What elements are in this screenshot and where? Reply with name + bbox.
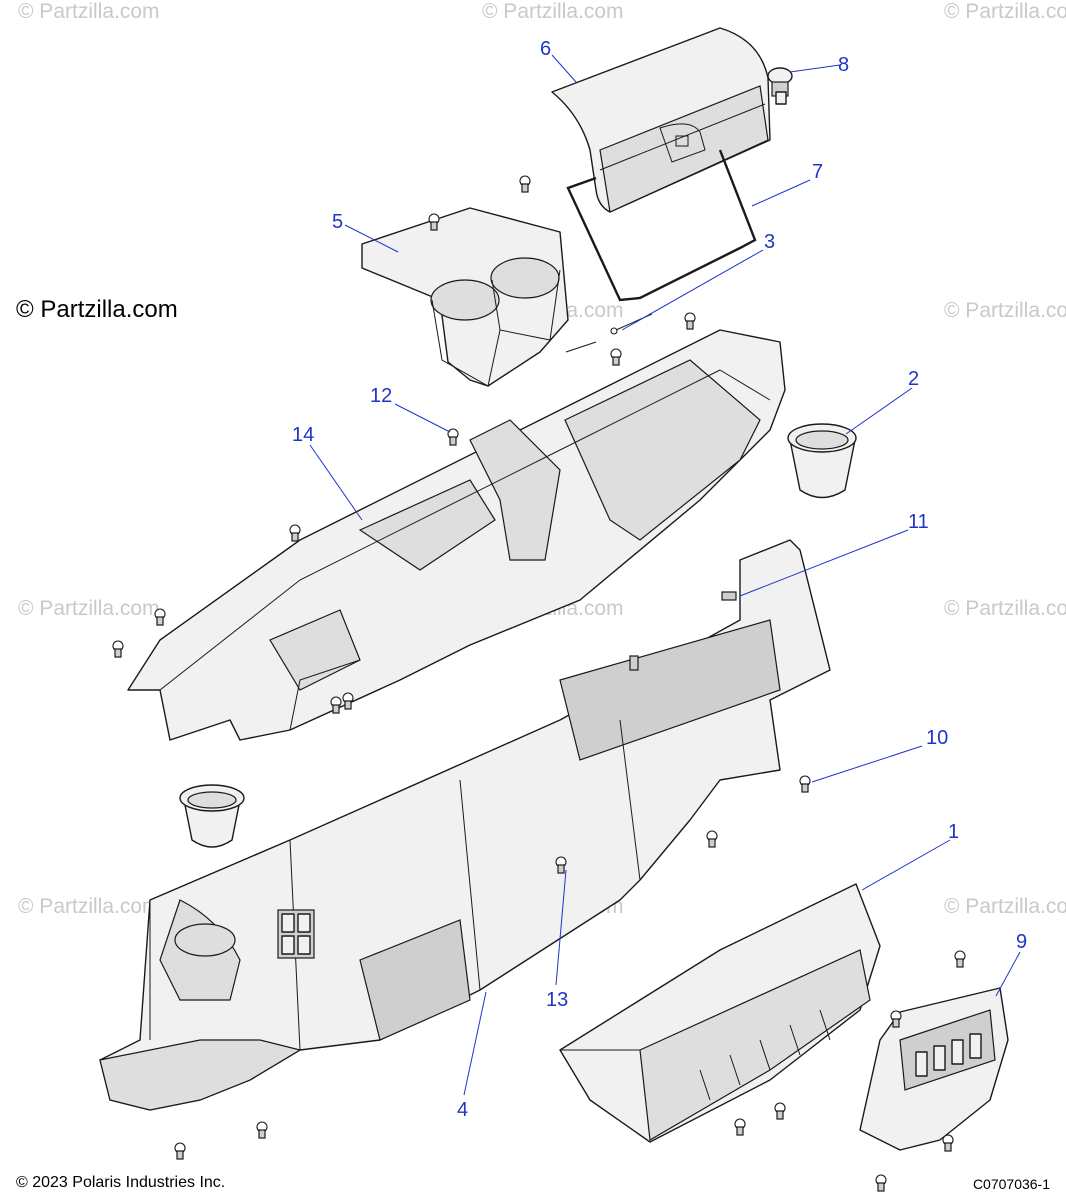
watermark: © Partzilla.com	[482, 0, 624, 23]
fastener-screw[interactable]	[890, 1010, 902, 1028]
part-upper-dash-panel[interactable]	[127, 329, 786, 741]
part-cup-holder-insert[interactable]	[787, 423, 857, 499]
callout-5[interactable]: 5	[332, 211, 343, 233]
fastener-screw[interactable]	[706, 830, 718, 848]
watermark: © Partzilla.com	[18, 895, 160, 918]
fastener-screw[interactable]	[555, 856, 567, 874]
fastener-screw[interactable]	[875, 1174, 887, 1192]
fastener-screw[interactable]	[734, 1118, 746, 1136]
callout-10[interactable]: 10	[926, 727, 948, 749]
part-cup-holder-insert-left[interactable]	[179, 784, 245, 848]
callout-4[interactable]: 4	[457, 1099, 468, 1121]
part-lower-dash-frame[interactable]	[99, 539, 831, 1111]
fastener-screw[interactable]	[610, 348, 622, 366]
fastener-bolt[interactable]	[629, 655, 639, 671]
fastener-screw[interactable]	[954, 950, 966, 968]
fastener-screw[interactable]	[428, 213, 440, 231]
watermark: © Partzilla.com	[944, 895, 1066, 918]
vent-grille	[277, 909, 315, 959]
callout-11[interactable]: 11	[908, 511, 929, 533]
callout-6[interactable]: 6	[540, 38, 551, 60]
fastener-group	[112, 175, 966, 1192]
partzilla-copyright: © Partzilla.com	[16, 296, 178, 323]
diagram-code: C0707036-1	[972, 1176, 1050, 1192]
watermark: © Partzilla.com	[944, 0, 1066, 23]
part-glove-box-door[interactable]	[551, 27, 771, 213]
part-cup-holder-tray[interactable]	[361, 207, 569, 387]
callout-13[interactable]: 13	[546, 989, 568, 1011]
fastener-screw[interactable]	[942, 1134, 954, 1152]
callout-2[interactable]: 2	[908, 368, 919, 390]
fastener-screw[interactable]	[256, 1121, 268, 1139]
part-door-seal[interactable]	[566, 149, 757, 302]
callout-8[interactable]: 8	[838, 54, 849, 76]
callout-labels: 1 2 3 4 5 6 7 8 9 10 11 12 13 14	[292, 38, 1027, 1121]
callout-3[interactable]: 3	[764, 231, 775, 253]
watermark: © Partzilla.com	[18, 0, 160, 23]
fastener-screw[interactable]	[289, 524, 301, 542]
fastener-bolt[interactable]	[721, 591, 737, 601]
fastener-screw[interactable]	[174, 1142, 186, 1160]
callout-7[interactable]: 7	[812, 161, 823, 183]
fastener-screw[interactable]	[447, 428, 459, 446]
fastener-screw[interactable]	[684, 312, 696, 330]
callout-12[interactable]: 12	[370, 385, 392, 407]
part-storage-tray[interactable]	[559, 883, 881, 1143]
fastener-screw[interactable]	[330, 696, 342, 714]
callout-1[interactable]: 1	[948, 821, 959, 843]
fastener-screw[interactable]	[154, 608, 166, 626]
fastener-screw[interactable]	[519, 175, 531, 193]
fastener-screw[interactable]	[112, 640, 124, 658]
part-switch-bezel[interactable]	[859, 987, 1009, 1151]
watermark: © Partzilla.com	[944, 597, 1066, 620]
fastener-screw[interactable]	[342, 692, 354, 710]
part-latch[interactable]	[767, 67, 793, 105]
callout-9[interactable]: 9	[1016, 931, 1027, 953]
watermark: © Partzilla.com	[944, 299, 1066, 322]
watermark: © Partzilla.com	[18, 597, 160, 620]
polaris-copyright: © 2023 Polaris Industries Inc.	[16, 1174, 226, 1191]
callout-14[interactable]: 14	[292, 424, 314, 446]
fastener-screw[interactable]	[774, 1102, 786, 1120]
fastener-screw[interactable]	[799, 775, 811, 793]
leader-lines	[309, 54, 1021, 1096]
